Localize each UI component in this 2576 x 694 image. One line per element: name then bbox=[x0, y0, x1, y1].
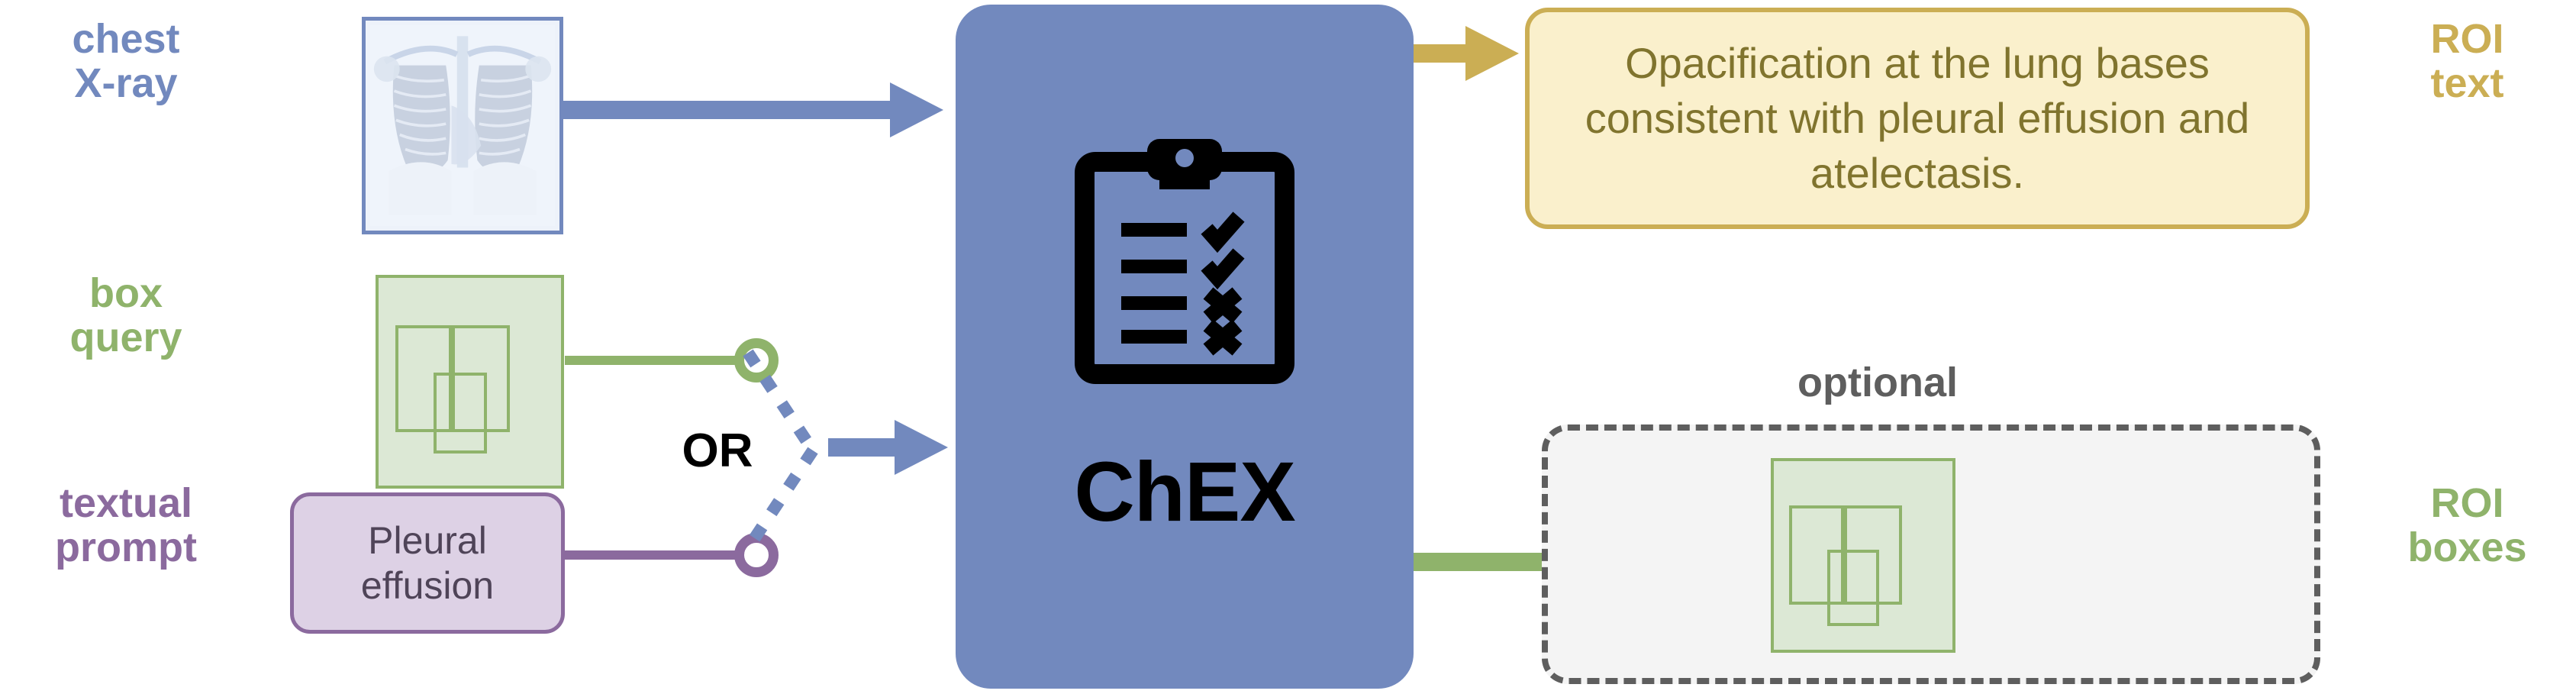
arrow-query-to-model-head bbox=[895, 420, 948, 475]
roi-boxes-icon bbox=[1771, 458, 1955, 653]
label-chest-xray: chest X-ray bbox=[72, 16, 180, 107]
bounding-box-3 bbox=[434, 373, 487, 454]
label-roi-text: ROI text bbox=[2430, 16, 2504, 107]
chest-xray-thumbnail bbox=[362, 17, 563, 234]
optional-label: optional bbox=[1797, 360, 1958, 405]
arrow-xray-to-model-head bbox=[890, 82, 943, 137]
or-branch-dotted-lines bbox=[743, 349, 818, 552]
bounding-box-2 bbox=[452, 325, 510, 432]
chex-model-box[interactable]: ChEX bbox=[956, 5, 1414, 689]
box-query-icon bbox=[376, 275, 564, 489]
bounding-box-1 bbox=[395, 325, 452, 432]
roi-text-output-box: Opacification at the lung bases consiste… bbox=[1525, 8, 2310, 229]
label-box-query: box query bbox=[69, 270, 182, 361]
box-query-connector-line bbox=[565, 356, 750, 365]
roi-bounding-box-1 bbox=[1789, 505, 1844, 605]
textual-prompt-connector-line bbox=[565, 550, 750, 560]
roi-bounding-box-2 bbox=[1844, 505, 1902, 605]
arrow-xray-to-model-shaft bbox=[563, 101, 899, 119]
arrow-model-to-roi-text-shaft bbox=[1414, 44, 1475, 63]
textual-prompt-value: Pleural effusion bbox=[360, 518, 495, 607]
or-label: OR bbox=[682, 424, 753, 477]
textual-prompt-box[interactable]: Pleural effusion bbox=[290, 492, 565, 634]
arrow-query-to-model-shaft bbox=[828, 438, 904, 457]
arrow-model-to-roi-text-head bbox=[1465, 26, 1519, 81]
label-textual-prompt: textual prompt bbox=[55, 480, 197, 571]
roi-text-output-value: Opacification at the lung bases consiste… bbox=[1585, 39, 2250, 197]
label-roi-boxes: ROI boxes bbox=[2407, 480, 2527, 571]
chex-model-name: ChEX bbox=[1074, 445, 1295, 539]
clipboard-checklist-icon bbox=[1075, 139, 1294, 384]
chest-xray-image bbox=[370, 25, 555, 226]
roi-bounding-box-3 bbox=[1827, 550, 1879, 626]
